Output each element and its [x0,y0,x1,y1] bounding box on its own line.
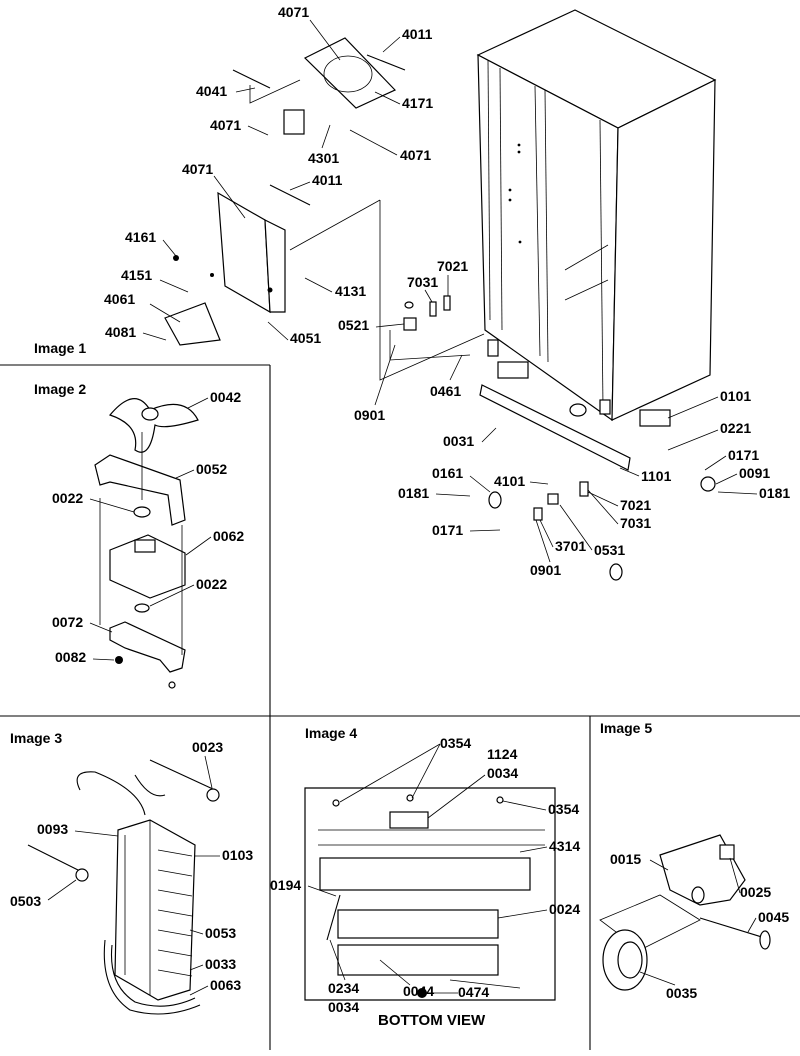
callout-label: 4314 [549,838,580,854]
callout-label: 0015 [610,851,641,867]
callout-label: 3701 [555,538,586,554]
callout-label: 0901 [354,407,385,423]
panel-title-image4: Image 4 [305,725,357,741]
cabinet-drawing [379,9,717,581]
panel-frames [0,364,800,1050]
callouts-main: 4071 4011 4041 4171 4071 4301 4071 4071 … [104,4,790,578]
callout-label: 0082 [55,649,86,665]
callout-label: 0354 [548,801,579,817]
callout-label: 0171 [432,522,463,538]
leader-lines [47,19,758,996]
callout-label: 4081 [105,324,136,340]
callout-label: 0093 [37,821,68,837]
callout-label: 0091 [739,465,770,481]
callout-label: 0181 [759,485,790,501]
callout-label: 4061 [104,291,135,307]
callout-label: 0063 [210,977,241,993]
callout-label: 4071 [400,147,431,163]
callout-label: 0031 [443,433,474,449]
callout-label: 0103 [222,847,253,863]
callout-label: 4301 [308,150,339,166]
callout-label: 0044 [403,983,434,999]
callout-label: 4101 [494,473,525,489]
callouts-image4: 0354 1124 0034 0354 4314 0194 0024 0234 … [270,735,580,1015]
callouts-image3: 0023 0093 0103 0503 0053 0033 0063 [10,739,253,993]
callout-label: 0072 [52,614,83,630]
callout-label: 0901 [530,562,561,578]
callout-label: 4161 [125,229,156,245]
callouts-image5: 0015 0025 0045 0035 [610,851,789,1001]
callout-label: 0045 [758,909,789,925]
callout-label: 0022 [52,490,83,506]
callout-label: 0035 [666,985,697,1001]
callout-label: 4071 [182,161,213,177]
callout-label: 0022 [196,576,227,592]
callout-label: 0052 [196,461,227,477]
callouts-image2: 0042 0052 0022 0062 0022 0072 0082 [52,389,244,665]
callout-label: 0033 [205,956,236,972]
callout-label: 0194 [270,877,301,893]
image3-evaporator-drawing [27,759,220,1015]
callout-label: 0503 [10,893,41,909]
callout-label: 7031 [407,274,438,290]
callout-label: 0034 [328,999,359,1015]
callout-label: 0521 [338,317,369,333]
callout-label: 4011 [402,26,433,42]
callout-label: 4151 [121,267,152,283]
callout-label: 4011 [312,172,343,188]
callout-label: 4171 [402,95,433,111]
callout-label: 0181 [398,485,429,501]
callout-label: 0053 [205,925,236,941]
callout-label: 4071 [278,4,309,20]
callout-label: 4041 [196,83,227,99]
callout-label: 0161 [432,465,463,481]
callout-label: 4071 [210,117,241,133]
callout-label: 0024 [549,901,580,917]
callout-label: 0474 [458,984,489,1000]
callout-label: 0025 [740,884,771,900]
upper-bracket-drawing [164,37,406,346]
callout-label: 0234 [328,980,359,996]
image5-roller-drawing [599,834,771,991]
panel-title-image1: Image 1 [34,340,86,356]
callout-label: 0062 [213,528,244,544]
callout-label: 4131 [335,283,366,299]
panel-title-image3: Image 3 [10,730,62,746]
callout-label: 7031 [620,515,651,531]
callout-label: 7021 [437,258,468,274]
callout-label: 7021 [620,497,651,513]
callout-label: 0034 [487,765,518,781]
callout-label: 0042 [210,389,241,405]
callout-label: 0461 [430,383,461,399]
callout-label: 1101 [641,468,672,484]
panel-title-image5: Image 5 [600,720,652,736]
callout-label: 0101 [720,388,751,404]
image4-bottom-view-drawing [304,787,556,1001]
bottom-view-label: BOTTOM VIEW [378,1012,486,1029]
callout-label: 0531 [594,542,625,558]
callout-label: 1124 [487,746,518,762]
callout-label: 4051 [290,330,321,346]
callout-label: 0171 [728,447,759,463]
callout-label: 0354 [440,735,471,751]
panel-title-image2: Image 2 [34,381,86,397]
callout-label: 0023 [192,739,223,755]
image2-fan-motor-drawing [94,398,199,689]
callout-label: 0221 [720,420,751,436]
